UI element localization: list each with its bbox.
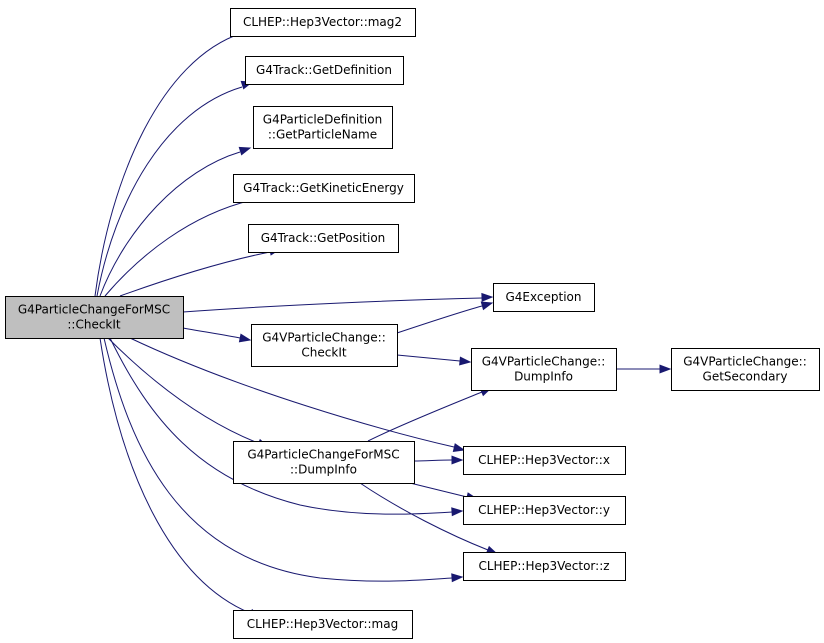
node-label-exception-0: G4Exception: [506, 290, 582, 304]
node-label-vcheckit-0: G4VParticleChange::: [262, 331, 386, 345]
node-position[interactable]: G4Track::GetPosition: [248, 224, 399, 253]
arrowhead-dumpinfo-secondary: [659, 364, 672, 374]
node-exception[interactable]: G4Exception: [493, 283, 595, 312]
arrowhead-root-x: [452, 443, 466, 452]
node-box-dumpinfo: [471, 348, 617, 391]
edge-root-kinetic: [104, 199, 253, 297]
node-label-root-0: G4ParticleChangeForMSC: [18, 303, 170, 317]
node-x[interactable]: CLHEP::Hep3Vector::x: [463, 446, 626, 475]
node-label-mag2-0: CLHEP::Hep3Vector::mag2: [243, 15, 402, 29]
node-box-vcheckit: [251, 324, 398, 367]
edge-mscdump-y: [409, 482, 468, 498]
edge-mscdump-z: [359, 482, 489, 551]
node-label-secondary-1: GetSecondary: [703, 370, 788, 384]
edge-root-getdef: [96, 86, 243, 297]
node-label-dumpinfo-0: G4VParticleChange::: [482, 355, 606, 369]
node-box-y: [463, 496, 626, 525]
arrowhead-mscdump-x: [451, 455, 464, 465]
node-mag[interactable]: CLHEP::Hep3Vector::mag: [233, 610, 413, 639]
arrowhead-root-exception: [481, 292, 494, 302]
node-root[interactable]: G4ParticleChangeForMSC::CheckIt: [5, 296, 184, 339]
node-getdef[interactable]: G4Track::GetDefinition: [245, 56, 404, 85]
node-y[interactable]: CLHEP::Hep3Vector::y: [463, 496, 626, 525]
node-label-partname-1: ::GetParticleName: [268, 128, 377, 142]
node-z[interactable]: CLHEP::Hep3Vector::z: [463, 552, 626, 581]
node-box-mscdump: [233, 441, 415, 484]
edge-mscdump-x: [413, 459, 453, 462]
nodes: G4ParticleChangeForMSC::CheckItCLHEP::He…: [5, 8, 820, 639]
node-label-dumpinfo-1: DumpInfo: [514, 370, 573, 384]
node-box-getdef: [245, 56, 404, 85]
node-label-secondary-0: G4VParticleChange::: [683, 355, 807, 369]
node-vcheckit[interactable]: G4VParticleChange::CheckIt: [251, 324, 398, 367]
node-label-kinetic-0: G4Track::GetKineticEnergy: [243, 181, 404, 195]
edge-root-partname: [99, 151, 241, 297]
node-label-getdef-0: G4Track::GetDefinition: [256, 63, 392, 77]
arrowhead-root-y: [451, 507, 464, 517]
node-label-mscdump-1: ::DumpInfo: [290, 463, 357, 477]
arrowhead-root-z: [451, 573, 464, 583]
edge-root-mag2: [94, 32, 243, 297]
node-box-mag: [233, 610, 413, 639]
node-box-secondary: [671, 348, 820, 391]
node-mag2[interactable]: CLHEP::Hep3Vector::mag2: [230, 8, 416, 37]
node-label-y-0: CLHEP::Hep3Vector::y: [478, 503, 610, 517]
node-secondary[interactable]: G4VParticleChange::GetSecondary: [671, 348, 820, 391]
node-label-vcheckit-1: CheckIt: [301, 346, 346, 360]
node-box-partname: [253, 106, 393, 149]
node-box-kinetic: [233, 174, 415, 203]
edge-root-mag: [99, 337, 251, 614]
node-label-root-1: ::CheckIt: [67, 318, 121, 332]
node-partname[interactable]: G4ParticleDefinition::GetParticleName: [253, 106, 393, 149]
node-mscdump[interactable]: G4ParticleChangeForMSC::DumpInfo: [233, 441, 415, 484]
edge-vcheckit-exception: [396, 305, 483, 334]
node-kinetic[interactable]: G4Track::GetKineticEnergy: [233, 174, 415, 203]
edge-root-x: [129, 337, 455, 448]
edge-root-mscdump: [107, 337, 259, 444]
node-label-mag-0: CLHEP::Hep3Vector::mag: [247, 617, 398, 631]
node-label-mscdump-0: G4ParticleChangeForMSC: [247, 448, 399, 462]
node-label-partname-0: G4ParticleDefinition: [263, 113, 382, 127]
node-box-root: [5, 296, 184, 339]
node-box-x: [463, 446, 626, 475]
node-label-z-0: CLHEP::Hep3Vector::z: [478, 559, 609, 573]
node-label-position-0: G4Track::GetPosition: [261, 231, 386, 245]
node-box-mag2: [230, 8, 416, 37]
edge-mscdump-dumpinfo: [367, 391, 483, 442]
node-box-exception: [493, 283, 595, 312]
node-label-x-0: CLHEP::Hep3Vector::x: [478, 453, 610, 467]
edge-vcheckit-dumpinfo: [396, 354, 461, 362]
edge-root-vcheckit: [182, 327, 241, 339]
edge-root-z: [103, 337, 453, 582]
arrowhead-vcheckit-dumpinfo: [459, 356, 472, 366]
arrowhead-vcheckit-exception: [480, 301, 494, 311]
node-box-position: [248, 224, 399, 253]
edge-root-position: [119, 251, 271, 297]
node-box-z: [463, 552, 626, 581]
arrowhead-root-partname: [238, 146, 252, 156]
edge-root-exception: [182, 297, 483, 313]
edge-root-y: [109, 337, 453, 515]
arrowhead-root-vcheckit: [238, 333, 252, 343]
node-dumpinfo[interactable]: G4VParticleChange::DumpInfo: [471, 348, 617, 391]
